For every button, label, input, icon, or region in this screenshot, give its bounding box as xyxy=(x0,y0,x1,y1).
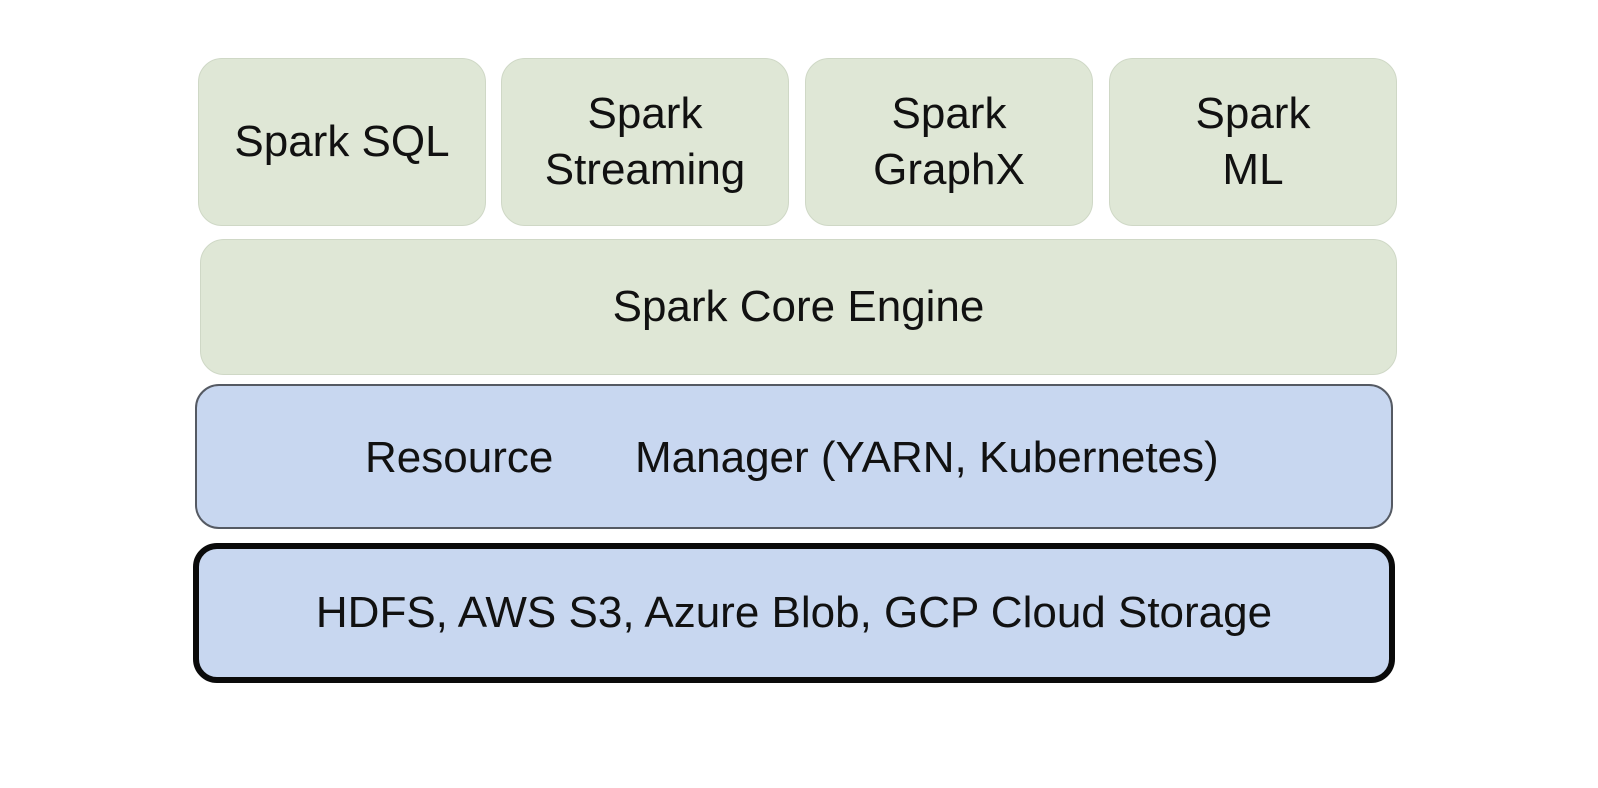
resource-manager-block: Resource Manager (YARN, Kubernetes) xyxy=(195,384,1393,529)
resource-manager-label-part2: Manager (YARN, Kubernetes) xyxy=(635,433,1219,482)
spark-core-engine-block: Spark Core Engine xyxy=(200,239,1397,375)
spark-streaming-block: Spark Streaming xyxy=(501,58,789,226)
spark-ml-block: Spark ML xyxy=(1109,58,1397,226)
resource-manager-label-part1: Resource xyxy=(365,433,554,482)
spark-graphx-block: Spark GraphX xyxy=(805,58,1093,226)
storage-layer-block: HDFS, AWS S3, Azure Blob, GCP Cloud Stor… xyxy=(193,543,1395,683)
spark-sql-block: Spark SQL xyxy=(198,58,486,226)
